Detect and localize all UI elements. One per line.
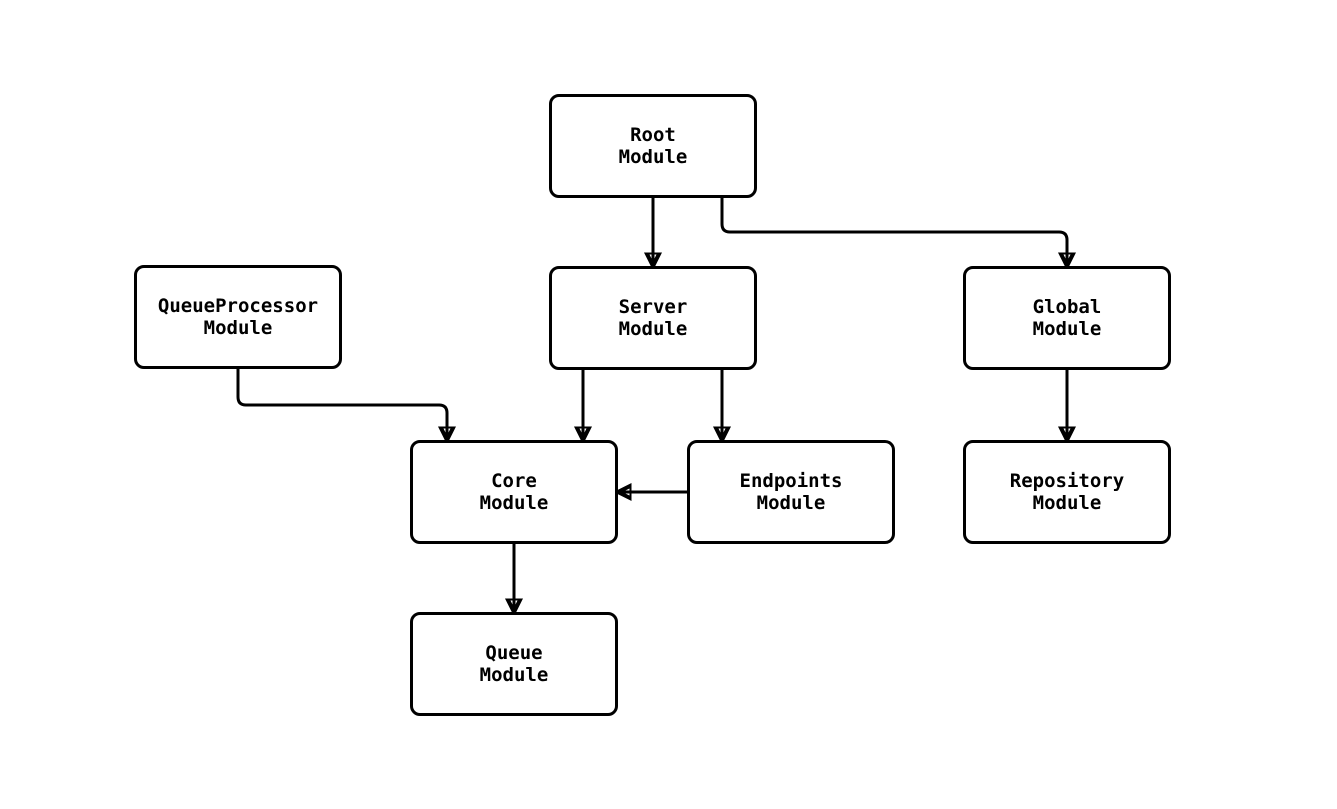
node-global-module-label: Global Module [1032,296,1102,340]
node-queue-module-label: Queue Module [479,642,549,686]
node-repository-module: Repository Module [963,440,1171,544]
node-endpoints-module-label: Endpoints Module [739,470,843,514]
edge-queueprocessor-to-core [236,369,447,440]
node-root-module-label: Root Module [618,124,688,168]
node-repository-module-label: Repository Module [1009,470,1125,514]
node-queueprocessor-module-label: QueueProcessor Module [157,295,319,339]
node-queueprocessor-module: QueueProcessor Module [134,265,342,369]
node-server-module: Server Module [549,266,757,370]
node-endpoints-module: Endpoints Module [687,440,895,544]
node-core-module-label: Core Module [479,470,549,514]
node-root-module: Root Module [549,94,757,198]
node-core-module: Core Module [410,440,618,544]
node-global-module: Global Module [963,266,1171,370]
node-queue-module: Queue Module [410,612,618,716]
edge-root-to-global [720,198,1067,266]
node-server-module-label: Server Module [618,296,688,340]
